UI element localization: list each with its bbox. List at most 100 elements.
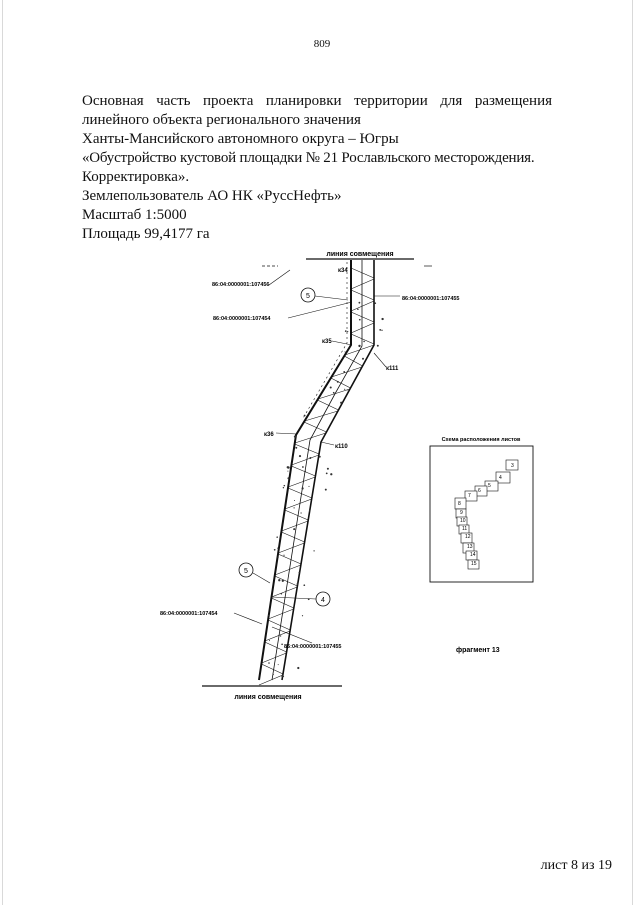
header-line-4: «Обустройство кустовой площадки № 21 Рос… xyxy=(82,150,535,166)
fragment-label: фрагмент 13 xyxy=(456,647,500,654)
speckle-dot xyxy=(330,473,333,476)
header-word: проекта xyxy=(203,93,254,109)
speckle-dot xyxy=(358,344,361,348)
page-edge-left xyxy=(2,0,3,905)
page-number: 809 xyxy=(313,38,331,50)
header-word: для xyxy=(440,93,463,109)
circle-marker xyxy=(300,287,316,303)
speckle-dot xyxy=(295,446,298,449)
speckle-dot xyxy=(336,380,339,383)
cadastral-label: 86:04:0000001:107454 xyxy=(160,611,218,617)
hatch-line xyxy=(278,542,305,554)
leader-line xyxy=(233,612,263,625)
circle-marker-label: 5 xyxy=(306,293,310,300)
inset-sheet-number: 4 xyxy=(499,475,502,481)
inset-sheet xyxy=(467,559,480,570)
speckle-dot xyxy=(302,466,304,468)
inset-numbers: 3 4 5 6 7 8 9 10 11 12 13 14 15 xyxy=(458,463,514,567)
corridor xyxy=(258,260,375,681)
hatch-line xyxy=(274,575,298,587)
inset-sheet-number: 14 xyxy=(470,552,476,558)
leader-line xyxy=(331,340,353,346)
corridor-centerline xyxy=(271,260,363,681)
circle-marker-label: 4 xyxy=(321,597,325,604)
speckle-dot xyxy=(286,466,289,469)
point-label: к35 xyxy=(322,339,332,345)
hatch-line xyxy=(271,586,298,598)
speckle-dot xyxy=(300,512,302,514)
speckle-dot xyxy=(268,640,271,642)
speckle-dot xyxy=(381,329,383,331)
cadastral-label: 86:04:0000001:107455 xyxy=(402,296,460,302)
speckle-dot xyxy=(268,662,270,664)
speckle-dot xyxy=(281,675,284,678)
terrain-speckle xyxy=(268,301,384,678)
speckle-dot xyxy=(272,673,274,676)
speckle-dot xyxy=(374,302,377,305)
leader-line xyxy=(287,301,353,319)
speckle-dot xyxy=(287,477,290,480)
corridor-dashed-edge xyxy=(301,262,348,421)
speckle-dot xyxy=(279,635,282,637)
speckle-dot xyxy=(325,472,328,475)
speckle-dot xyxy=(376,344,379,347)
speckle-dot xyxy=(357,308,359,310)
header-line-1: Основная часть проекта планировки террит… xyxy=(82,92,552,111)
point-label: к34 xyxy=(338,268,348,274)
header-line-2: линейного объекта регионального значения xyxy=(82,112,361,128)
speckle-dot xyxy=(293,528,296,531)
leader-line xyxy=(252,572,271,584)
speckle-dot xyxy=(332,391,335,394)
speckle-dot xyxy=(308,510,311,512)
inset-title: Схема расположения листов xyxy=(442,437,521,443)
hatch-line xyxy=(291,465,316,477)
speckle-dot xyxy=(277,556,279,558)
inset-sheets xyxy=(454,459,519,570)
leader-line xyxy=(271,596,317,600)
speckle-dot xyxy=(287,470,289,472)
point-label: к36 xyxy=(264,432,274,438)
header-line-3: Ханты-Мансийского автономного округа – Ю… xyxy=(82,131,399,147)
corridor-right-boundary xyxy=(281,260,375,681)
speckle-dot xyxy=(363,340,365,343)
point-label: к111 xyxy=(386,366,399,372)
hatch-line xyxy=(350,267,375,279)
inset-sheet xyxy=(495,471,511,484)
hatch-line xyxy=(350,278,375,290)
hatch-line xyxy=(331,366,363,378)
speckle-dot xyxy=(347,330,349,333)
hatch-line xyxy=(287,487,312,499)
speckle-dot xyxy=(358,318,361,321)
speckle-dot xyxy=(268,615,270,617)
document-header: Основная часть проекта планировки террит… xyxy=(82,92,552,244)
speckle-dot xyxy=(283,554,285,556)
speckle-dot xyxy=(301,615,304,617)
hatch-line xyxy=(317,399,339,411)
hatch-line xyxy=(350,333,375,345)
hatch-line xyxy=(271,597,294,609)
speckle-dot xyxy=(329,386,332,389)
speckle-dot xyxy=(282,487,285,489)
hatch-line xyxy=(258,674,283,686)
speckle-dot xyxy=(296,583,299,585)
inset-sheet-number: 10 xyxy=(460,518,466,524)
hatch-line xyxy=(344,355,363,367)
speckle-dot xyxy=(346,389,348,391)
hatch-line xyxy=(261,663,284,675)
inset-sheet-number: 7 xyxy=(468,493,471,499)
hatch-line xyxy=(284,498,312,510)
page-edge-right xyxy=(632,0,633,905)
speckle-dot xyxy=(344,388,346,390)
cadastral-label: 86:04:0000001:107455 xyxy=(284,644,342,650)
top-match-line-label: линия совмещения xyxy=(326,251,393,258)
inset-sheet-number: 15 xyxy=(471,561,477,567)
hatch-line xyxy=(281,520,309,532)
leader-line xyxy=(320,441,335,446)
header-line-7: Масштаб 1:5000 xyxy=(82,207,187,223)
inset-sheet-number: 9 xyxy=(460,510,463,516)
hatch-line xyxy=(281,531,305,543)
inset-sheet-number: 5 xyxy=(488,483,491,489)
speckle-dot xyxy=(358,301,361,304)
hatch-line xyxy=(274,564,301,576)
speckle-dot xyxy=(344,330,347,332)
